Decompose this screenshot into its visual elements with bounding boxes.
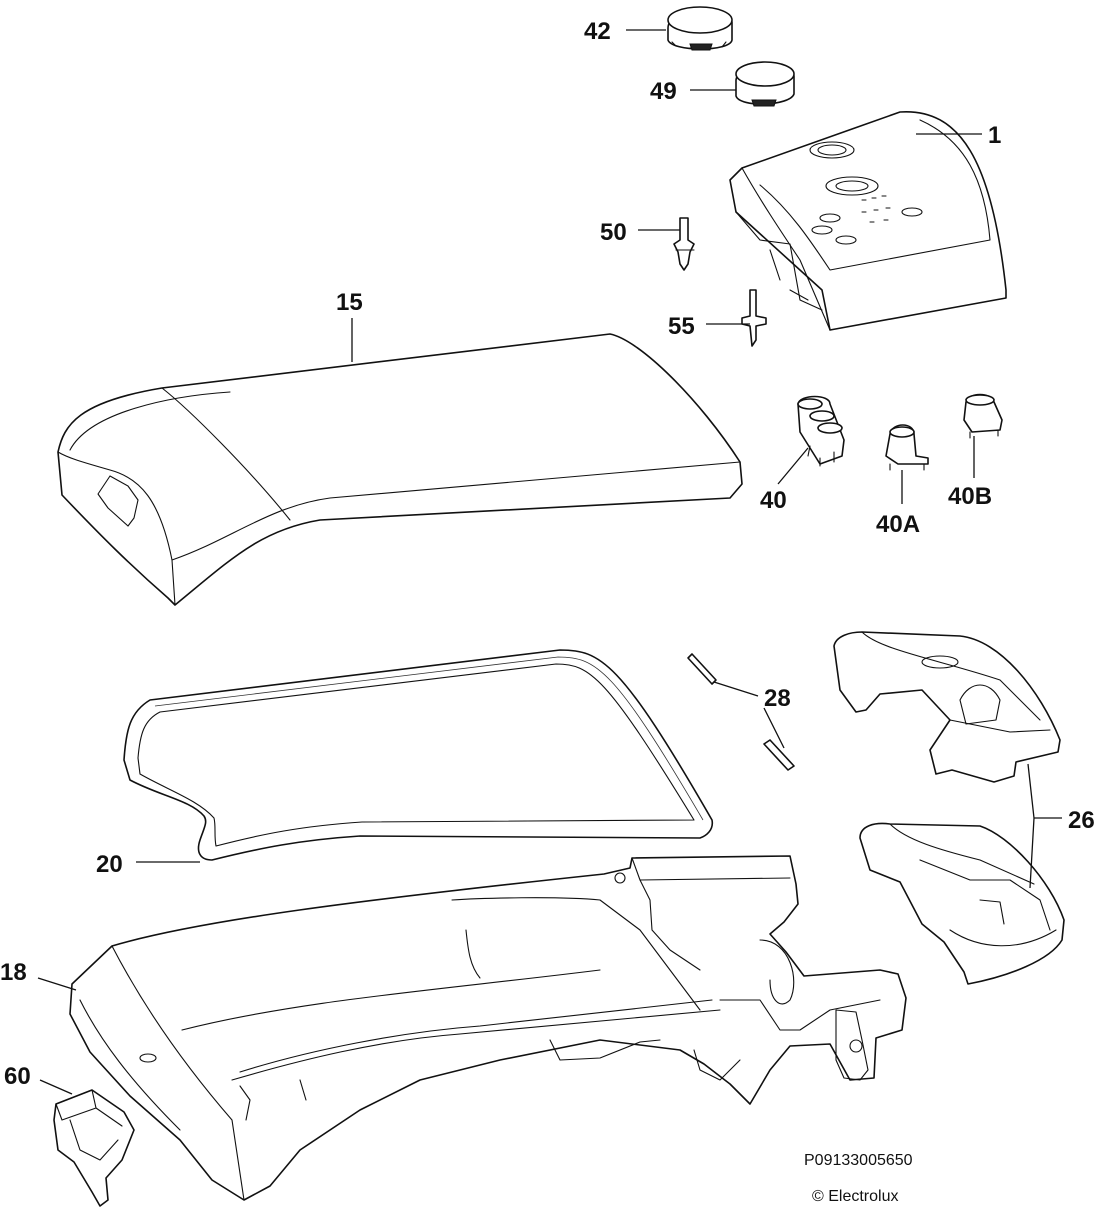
callout-labels: 42 49 1 50 15 55 40 40A 40B 28 26 20 18 … (0, 18, 1095, 1090)
part-60-bracket (53, 1089, 135, 1207)
callout-40a: 40A (876, 511, 920, 538)
part-26-inlet-lower (859, 822, 1065, 985)
copyright-text: © Electrolux (812, 1188, 898, 1205)
part-18-dispenser-housing (69, 855, 907, 1201)
part-49-knob (735, 61, 795, 107)
part-40-button-block (797, 395, 845, 467)
callout-28: 28 (764, 685, 791, 712)
part-55-pin (741, 289, 767, 347)
part-42-knob (667, 6, 733, 51)
callout-50: 50 (600, 219, 627, 246)
callout-55: 55 (668, 313, 695, 340)
callout-49: 49 (650, 78, 677, 105)
part-20-gasket (123, 649, 714, 861)
callout-20: 20 (96, 851, 123, 878)
part-50-pin (673, 217, 695, 271)
callout-1: 1 (988, 122, 1001, 149)
part-40b-button (963, 393, 1003, 439)
callout-18: 18 (0, 959, 27, 986)
callout-42: 42 (584, 18, 611, 45)
callout-26: 26 (1068, 807, 1095, 834)
leader-lines (37, 29, 1062, 1095)
drawing-number: P09133005650 (804, 1152, 913, 1169)
part-26-inlet-upper (833, 631, 1061, 783)
callout-60: 60 (4, 1063, 31, 1090)
callout-40: 40 (760, 487, 787, 514)
part-28-pins (687, 653, 795, 771)
callout-15: 15 (336, 289, 363, 316)
callout-40b: 40B (948, 483, 992, 510)
part-40a-button (885, 424, 929, 471)
part-1-control-panel (729, 111, 1007, 331)
part-15-lid (57, 333, 743, 606)
